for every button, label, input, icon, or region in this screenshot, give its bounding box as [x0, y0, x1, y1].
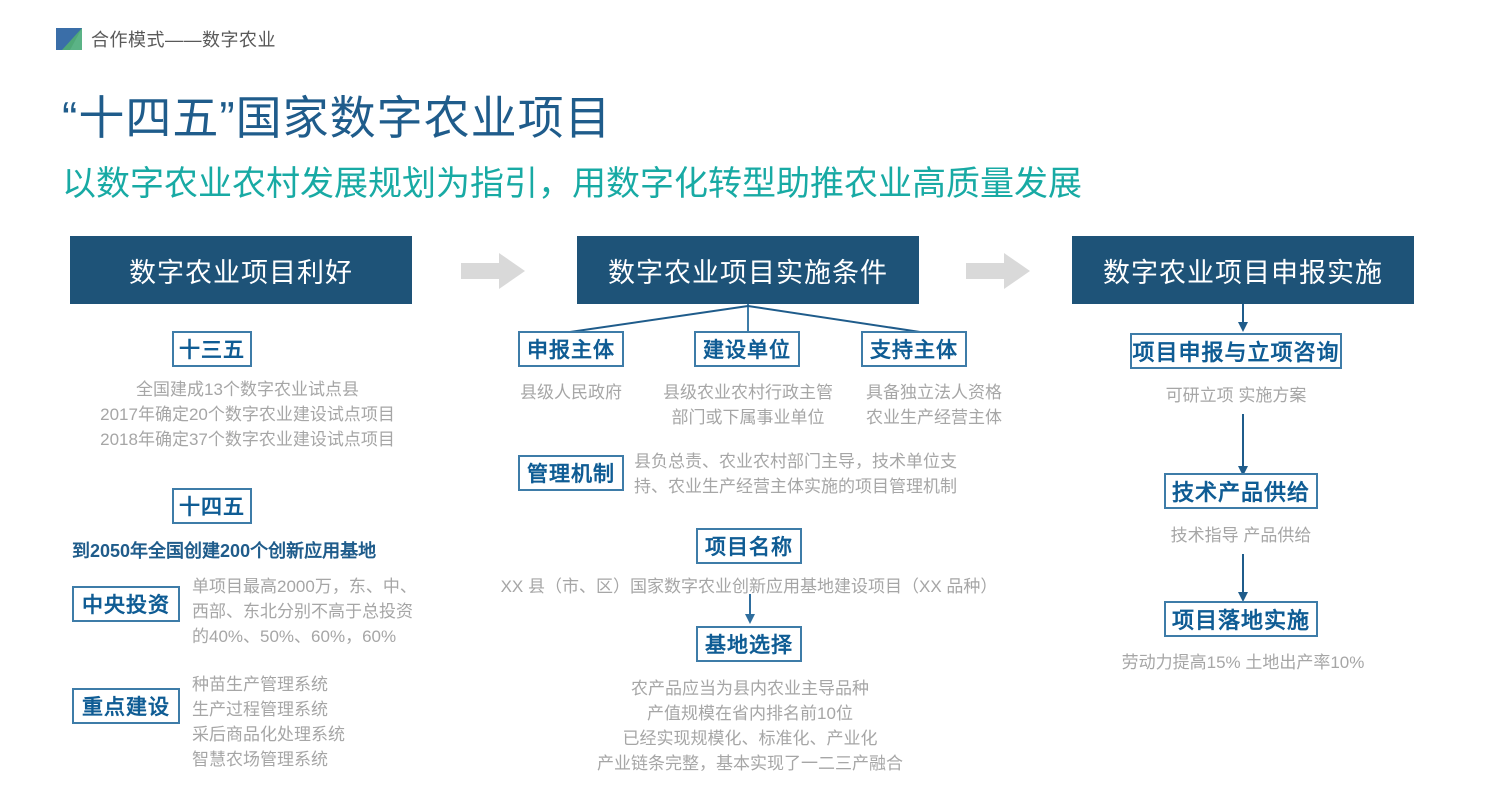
page-subtitle: 以数字农业农村发展规划为指引，用数字化转型助推农业高质量发展 — [62, 165, 1082, 203]
step-project-landing-note: 劳动力提高15% 土地出产率10% — [1121, 653, 1365, 672]
chip-step-technology-supply[interactable]: 技术产品供给 — [1164, 473, 1318, 509]
chip-management-mechanism[interactable]: 管理机制 — [518, 455, 624, 491]
chip-support-subject[interactable]: 支持主体 — [861, 331, 967, 367]
plan-135-lines: 全国建成13个数字农业试点县 2017年确定20个数字农业建设试点项目 2018… — [40, 377, 455, 452]
chip-construction-unit[interactable]: 建设单位 — [694, 331, 800, 367]
chip-key-construction[interactable]: 重点建设 — [72, 688, 180, 724]
column-header-benefits[interactable]: 数字农业项目利好 — [70, 236, 412, 304]
base-selection-line-4: 产业链条完整，基本实现了一二三产融合 — [597, 754, 903, 773]
step-project-application-note: 可研立项 实施方案 — [1165, 386, 1307, 405]
central-investment-line-3: 的40%、50%、60%，60% — [192, 627, 397, 646]
chip-project-name[interactable]: 项目名称 — [696, 528, 802, 564]
chip-plan-145[interactable]: 十四五 — [172, 488, 252, 524]
key-construction-line-2: 生产过程管理系统 — [192, 700, 328, 719]
construction-unit-line-2: 部门或下属事业单位 — [671, 408, 825, 427]
base-selection-line-2: 产值规模在省内排名前10位 — [647, 704, 853, 723]
management-mechanism-line-1: 县负总责、农业农村部门主导，技术单位支 — [634, 452, 957, 471]
plan-135-line-1: 全国建成13个数字农业试点县 — [136, 380, 359, 399]
chip-application-subject[interactable]: 申报主体 — [518, 331, 624, 367]
project-name-value: XX 县（市、区）国家数字农业创新应用基地建设项目（XX 品种） — [500, 577, 998, 596]
central-investment-line-2: 西部、东北分别不高于总投资 — [192, 602, 413, 621]
support-subject-line-1: 具备独立法人资格 — [866, 383, 1002, 402]
base-selection-lines: 农产品应当为县内农业主导品种 产值规模在省内排名前10位 已经实现规模化、标准化… — [500, 676, 1000, 776]
key-construction-line-1: 种苗生产管理系统 — [192, 675, 328, 694]
key-construction-line-3: 采后商品化处理系统 — [192, 725, 345, 744]
step-technology-supply-note: 技术指导 产品供给 — [1170, 526, 1312, 545]
key-construction-line-4: 智慧农场管理系统 — [192, 750, 328, 769]
logo-mark-icon — [56, 28, 82, 50]
support-subject-lines: 具备独立法人资格 农业生产经营主体 — [846, 380, 1022, 430]
chip-plan-135[interactable]: 十三五 — [172, 331, 252, 367]
construction-unit-line-1: 县级农业农村行政主管 — [663, 383, 833, 402]
support-subject-line-2: 农业生产经营主体 — [866, 408, 1002, 427]
down-arrow-icon — [1238, 304, 1248, 332]
chip-base-selection[interactable]: 基地选择 — [696, 626, 802, 662]
construction-unit-lines: 县级农业农村行政主管 部门或下属事业单位 — [650, 380, 846, 430]
management-mechanism-lines: 县负总责、农业农村部门主导，技术单位支 持、农业生产经营主体实施的项目管理机制 — [634, 449, 1034, 499]
key-construction-lines: 种苗生产管理系统 生产过程管理系统 采后商品化处理系统 智慧农场管理系统 — [192, 672, 452, 772]
chip-step-project-application[interactable]: 项目申报与立项咨询 — [1130, 333, 1342, 369]
column-header-conditions[interactable]: 数字农业项目实施条件 — [577, 236, 919, 304]
plan-135-line-3: 2018年确定37个数字农业建设试点项目 — [100, 430, 395, 449]
central-investment-lines: 单项目最高2000万，东、中、 西部、东北分别不高于总投资 的40%、50%、6… — [192, 574, 452, 649]
right-arrow-icon — [966, 253, 1030, 289]
plan-135-line-2: 2017年确定20个数字农业建设试点项目 — [100, 405, 395, 424]
chip-step-project-landing[interactable]: 项目落地实施 — [1164, 601, 1318, 637]
management-mechanism-line-2: 持、农业生产经营主体实施的项目管理机制 — [634, 477, 957, 496]
central-investment-line-1: 单项目最高2000万，东、中、 — [192, 577, 417, 596]
breadcrumb: 合作模式——数字农业 — [56, 26, 276, 52]
application-subject-lines: 县级人民政府 — [497, 380, 645, 405]
down-arrow-icon — [1238, 554, 1248, 602]
breadcrumb-label: 合作模式——数字农业 — [91, 30, 276, 50]
plan-145-highlight: 到2050年全国创建200个创新应用基地 — [72, 541, 377, 561]
right-arrow-icon — [461, 253, 525, 289]
down-arrow-icon — [1238, 414, 1248, 476]
column-header-apply[interactable]: 数字农业项目申报实施 — [1072, 236, 1414, 304]
base-selection-line-3: 已经实现规模化、标准化、产业化 — [622, 729, 878, 748]
application-subject-line-1: 县级人民政府 — [520, 383, 622, 402]
connector-fanout — [569, 304, 921, 332]
page-title: “十四五”国家数字农业项目 — [62, 92, 612, 144]
down-arrow-icon — [745, 594, 755, 624]
base-selection-line-1: 农产品应当为县内农业主导品种 — [631, 679, 869, 698]
chip-central-investment[interactable]: 中央投资 — [72, 586, 180, 622]
